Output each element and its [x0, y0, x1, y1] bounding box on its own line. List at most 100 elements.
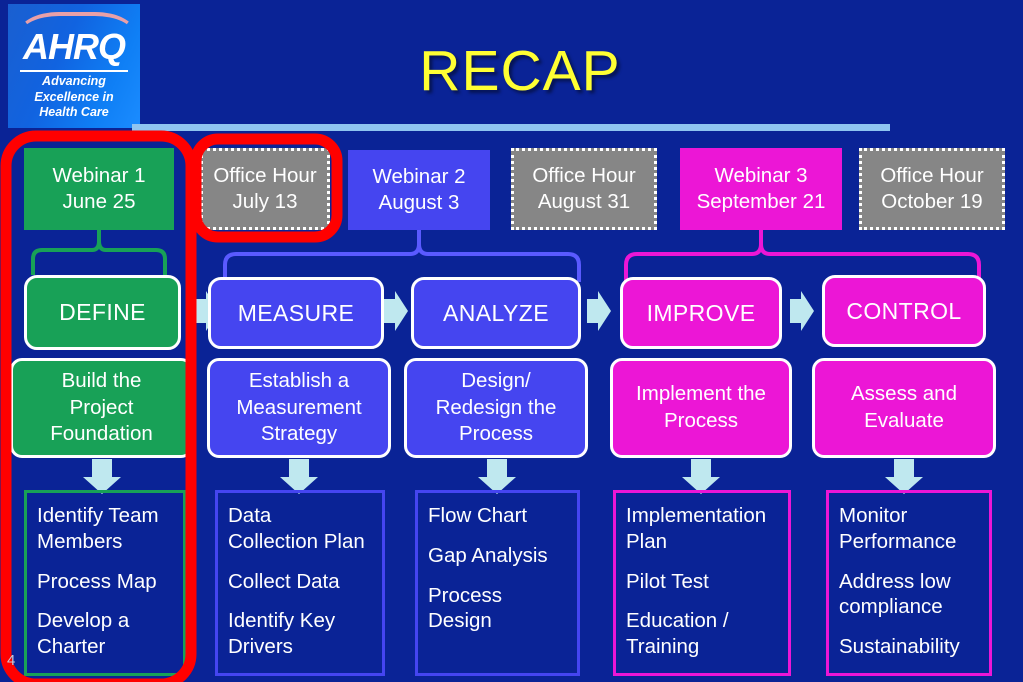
logo-wordmark: AHRQ [23, 26, 126, 67]
deliverable-item: Process Design [428, 583, 569, 635]
description-line: Evaluate [864, 409, 944, 432]
event-box-webinar-1[interactable]: Webinar 1 June 25 [24, 148, 174, 230]
event-line-2: July 13 [232, 190, 298, 213]
deliverable-line: Design [428, 609, 492, 633]
deliverable-line: Charter [37, 635, 106, 659]
event-line-1: Office Hour [880, 163, 984, 187]
deliverable-item: Identify Team Members [37, 503, 175, 555]
logo-divider-rule [20, 70, 128, 72]
deliverable-line: Develop a [37, 609, 130, 633]
deliverable-line: Gap Analysis [428, 543, 548, 567]
deliverable-line: Pilot Test [626, 569, 709, 593]
deliverable-line: Identify Key [228, 609, 336, 633]
slide-header: AHRQ Advancing Excellence in Health Care… [0, 0, 1023, 131]
deliverable-line: Sustainability [839, 635, 960, 659]
phase-box-analyze[interactable]: ANALYZE [411, 277, 581, 349]
event-line-1: Webinar 2 [372, 164, 466, 188]
event-line-1: Webinar 3 [714, 163, 808, 187]
description-box-define[interactable]: Build the Project Foundation [10, 358, 193, 458]
event-line-2: September 21 [696, 190, 826, 213]
deliverable-line: Implementation [626, 504, 767, 527]
logo-arc-icon [18, 12, 136, 56]
event-line-1: Webinar 1 [52, 163, 146, 187]
deliverables-box-control[interactable]: Monitor Performance Address low complian… [826, 490, 992, 676]
description-line: Process [663, 409, 739, 432]
phase-label: MEASURE [237, 299, 355, 326]
phase-box-control[interactable]: CONTROL [822, 275, 986, 347]
deliverables-box-measure[interactable]: Data Collection Plan Collect Data Identi… [215, 490, 385, 676]
deliverable-line: Identify Team [37, 504, 159, 527]
event-line-1: Office Hour [532, 163, 636, 187]
event-box-office-hour-1[interactable]: Office Hour July 13 [200, 148, 330, 230]
phase-label: ANALYZE [443, 299, 549, 326]
deliverable-item: Data Collection Plan [228, 503, 374, 555]
description-line: Redesign the [435, 395, 557, 419]
deliverables-box-define[interactable]: Identify Team Members Process Map Develo… [24, 490, 186, 676]
logo-tagline-line-3: Health Care [39, 105, 109, 120]
deliverable-item: Identify Key Drivers [228, 608, 374, 660]
phase-label: IMPROVE [646, 299, 756, 326]
phase-box-improve[interactable]: IMPROVE [620, 277, 782, 349]
deliverable-line: Education / [626, 609, 729, 633]
event-line-2: August 3 [378, 191, 460, 214]
description-line: Project [69, 395, 134, 419]
description-line: Strategy [260, 422, 338, 446]
event-box-webinar-3[interactable]: Webinar 3 September 21 [680, 148, 842, 230]
phase-box-define[interactable]: DEFINE [24, 275, 181, 350]
description-box-control[interactable]: Assess and Evaluate [812, 358, 996, 458]
ahrq-logo: AHRQ Advancing Excellence in Health Care [8, 4, 140, 128]
description-box-measure[interactable]: Establish a Measurement Strategy [207, 358, 391, 458]
description-box-analyze[interactable]: Design/ Redesign the Process [404, 358, 588, 458]
deliverable-item: Develop a Charter [37, 608, 175, 660]
deliverable-item: Process Map [37, 569, 175, 595]
event-box-webinar-2[interactable]: Webinar 2 August 3 [348, 150, 490, 230]
deliverables-box-analyze[interactable]: Flow Chart Gap Analysis Process Design [415, 490, 580, 676]
event-line-2: August 31 [537, 190, 631, 213]
description-line: Process [458, 422, 534, 446]
description-line: Implement the [636, 382, 766, 406]
deliverable-line: Flow Chart [428, 504, 528, 527]
deliverable-item: Pilot Test [626, 569, 780, 595]
deliverable-line: Collection Plan [228, 529, 365, 553]
phase-box-measure[interactable]: MEASURE [208, 277, 384, 349]
deliverable-line: Performance [839, 529, 957, 553]
description-line: Assess and [851, 382, 957, 406]
event-box-office-hour-3[interactable]: Office Hour October 19 [859, 148, 1005, 230]
description-line: Design/ [461, 369, 531, 393]
event-line-2: October 19 [881, 190, 983, 213]
description-box-improve[interactable]: Implement the Process [610, 358, 792, 458]
deliverable-item: Education / Training [626, 608, 780, 660]
deliverables-box-improve[interactable]: Implementation Plan Pilot Test Education… [613, 490, 791, 676]
deliverable-line: Monitor [839, 504, 908, 527]
phase-label: CONTROL [846, 297, 962, 324]
deliverable-line: Process [428, 583, 503, 607]
event-line-1: Office Hour [213, 163, 317, 187]
deliverable-line: Members [37, 529, 123, 553]
phase-label: DEFINE [59, 299, 146, 325]
down-arrow-group [83, 459, 923, 494]
deliverable-line: Address low [839, 569, 951, 593]
description-line: Build the [61, 369, 142, 393]
deliverable-item: Address low compliance [839, 569, 981, 621]
deliverable-item: Monitor Performance [839, 503, 981, 555]
description-line: Measurement [236, 395, 362, 419]
deliverable-line: Training [626, 635, 700, 659]
logo-tagline-line-2: Excellence in [34, 89, 114, 104]
description-line: Establish a [248, 369, 350, 393]
deliverable-line: compliance [839, 595, 943, 619]
event-line-2: June 25 [62, 190, 136, 213]
event-box-office-hour-2[interactable]: Office Hour August 31 [511, 148, 657, 230]
deliverable-item: Flow Chart [428, 503, 569, 529]
deliverable-item: Sustainability [839, 634, 981, 660]
description-line: Foundation [50, 422, 153, 446]
page-title: RECAP [419, 39, 621, 103]
deliverable-line: Process Map [37, 569, 157, 593]
deliverable-line: Drivers [228, 635, 293, 659]
slide-number: 4 [7, 652, 16, 669]
logo-tagline: Advancing Excellence in Health Care [8, 74, 140, 121]
logo-tagline-line-1: Advancing [42, 74, 106, 88]
header-divider [132, 124, 890, 131]
deliverable-line: Collect Data [228, 569, 340, 593]
deliverable-item: Collect Data [228, 569, 374, 595]
